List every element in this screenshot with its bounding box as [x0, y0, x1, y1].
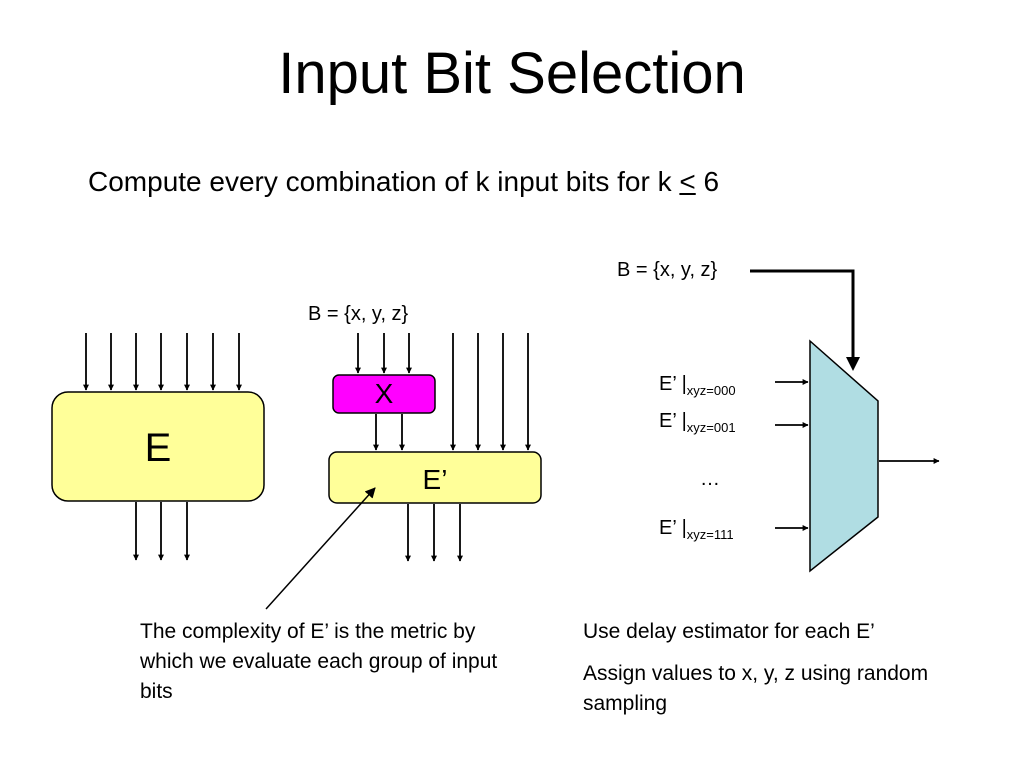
mux	[809, 339, 879, 573]
bullet-main: Compute every combination of k input bit…	[88, 166, 680, 197]
bullet-lte-symbol: <	[679, 166, 696, 197]
mux-input-label-001: E’ |xyz=001	[659, 410, 736, 435]
slide-title: Input Bit Selection	[278, 41, 746, 106]
complexity-note: The complexity of E’ is the metric by wh…	[140, 620, 498, 703]
mux-input-ellipsis: …	[700, 468, 720, 490]
block-x	[332, 374, 436, 414]
bullet-text: Compute every combination of k input bit…	[88, 164, 719, 200]
e-output-arrows	[133, 502, 190, 561]
e-input-arrows	[83, 333, 242, 391]
note-pointer-arrow	[265, 487, 376, 610]
select-line	[750, 269, 855, 368]
block-e-label: E	[144, 426, 172, 470]
delay-note: Use delay estimator for each E’	[583, 620, 875, 643]
x-input-arrows	[355, 333, 412, 374]
mux-input-label-000: E’ |xyz=000	[659, 373, 736, 398]
bullet-end: 6	[695, 166, 720, 197]
mux-input-arrows	[775, 379, 809, 531]
mux-input-label-111: E’ |xyz=111	[659, 517, 734, 542]
block-e-prime-label: E’	[422, 464, 448, 495]
block-e	[51, 391, 265, 502]
eprime-direct-input-arrows	[450, 333, 531, 451]
x-output-arrows	[373, 414, 405, 451]
block-e-prime	[328, 451, 542, 504]
b-set-left-label: B = {x, y, z}	[308, 303, 409, 325]
eprime-output-arrows	[405, 504, 463, 562]
b-set-right-label: B = {x, y, z}	[617, 259, 718, 281]
select-arrowhead	[846, 357, 860, 371]
assign-note: Assign values to x, y, z using random sa…	[583, 662, 929, 715]
block-x-label: X	[374, 378, 394, 409]
